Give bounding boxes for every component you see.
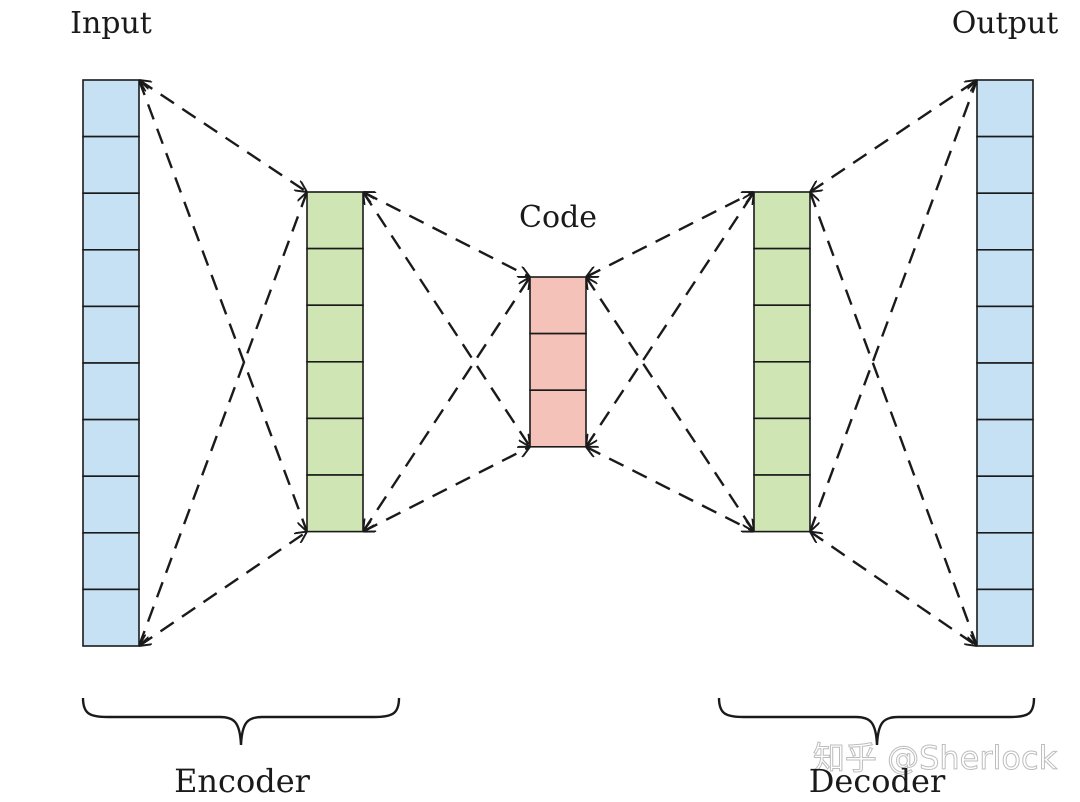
connection-line (810, 532, 977, 646)
layer-cell (82, 192, 140, 251)
code-label: Code (519, 200, 597, 235)
layer-code (529, 276, 587, 448)
connection-line (363, 190, 530, 279)
output-label: Output (952, 6, 1059, 41)
connection-line (363, 277, 530, 532)
connection-line (139, 532, 307, 646)
layer-cell (82, 418, 140, 478)
layer-cell (306, 474, 364, 533)
layer-cell (82, 79, 140, 138)
layer-cell (753, 360, 811, 420)
connection-line (810, 192, 977, 646)
layer-cell (82, 305, 140, 364)
connection-line (363, 445, 530, 533)
layer-cell (306, 360, 364, 420)
layer-cell (306, 191, 364, 250)
layer-cell (976, 192, 1034, 251)
layer-cell (82, 249, 140, 308)
layer-output (976, 79, 1034, 647)
encoder-label: Encoder (174, 762, 311, 800)
layer-cell (82, 362, 140, 421)
layer-cell (306, 304, 364, 363)
layer-cell (82, 475, 140, 534)
connection-line (810, 80, 977, 192)
layer-cell (976, 249, 1034, 308)
layer-cell (976, 305, 1034, 364)
decoder-label: Decoder (809, 762, 946, 800)
connection-line (586, 445, 754, 533)
decoder-brace (717, 697, 1036, 746)
layer-cell (753, 191, 811, 250)
connection-line (139, 192, 307, 646)
layer-cell (529, 276, 587, 335)
layer-cell (753, 474, 811, 533)
layer-input (82, 79, 140, 647)
connection-line (363, 192, 530, 447)
layer-cell (976, 79, 1034, 138)
connection-line (586, 190, 754, 279)
layer-cell (976, 418, 1034, 478)
layer-cell (82, 531, 140, 591)
layer-cell (529, 389, 587, 448)
layer-cell (976, 475, 1034, 534)
layer-cell (753, 417, 811, 476)
layer-cell (306, 417, 364, 476)
layer-cell (529, 332, 587, 392)
connection-line (139, 80, 307, 532)
layer-cell (753, 247, 811, 307)
input-label: Input (70, 6, 152, 41)
connection-line (586, 192, 754, 447)
layer-cell (976, 362, 1034, 421)
connections (139, 80, 977, 646)
encoder-brace (81, 697, 401, 746)
layer-enc-h (306, 191, 364, 533)
layer-cell (753, 304, 811, 363)
layer-cell (82, 588, 140, 647)
connection-line (139, 80, 307, 192)
layer-cell (976, 531, 1034, 591)
layer-cell (976, 135, 1034, 195)
watermark: 知乎 @Sherlock (813, 739, 1058, 777)
layer-cell (306, 247, 364, 307)
layer-cell (976, 588, 1034, 647)
layer-cell (82, 135, 140, 195)
layers (82, 79, 1034, 647)
connection-line (810, 80, 977, 532)
connection-line (586, 277, 754, 532)
layer-dec-h (753, 191, 811, 533)
